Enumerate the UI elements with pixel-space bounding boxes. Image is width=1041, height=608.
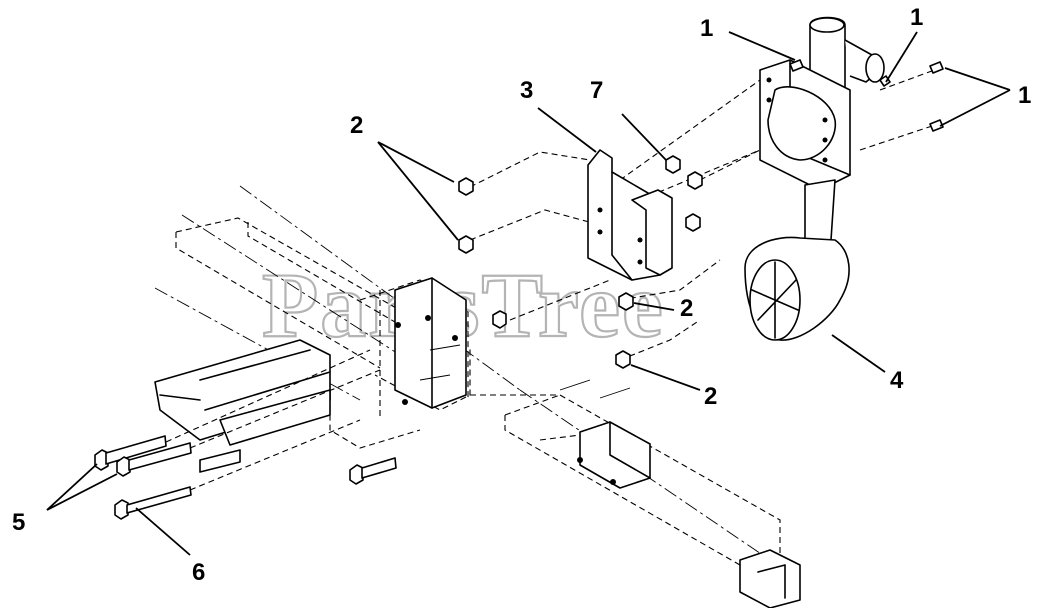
callout-6: 6 [192,559,205,586]
callout-3: 3 [520,77,533,104]
pins-and-bolts [789,59,944,132]
frame-solid-parts [154,277,801,608]
callout-7: 7 [590,77,603,104]
callout-labels: 1 1 1 2 2 2 3 4 5 6 7 [12,4,1031,586]
callout-2-lower: 2 [704,383,717,410]
mounting-bracket [587,149,673,281]
callout-2-left: 2 [350,112,363,139]
callout-2-mid: 2 [680,295,693,322]
callout-1-upper-right: 1 [910,4,923,31]
tongue-jack [744,16,885,341]
callout-5: 5 [12,509,25,536]
callout-4: 4 [890,367,904,394]
hex-bolts-long [94,310,507,520]
callout-1-top: 1 [700,15,713,42]
hex-nuts [458,155,703,369]
callout-1-right: 1 [1018,82,1031,109]
callout-leaders [46,31,1011,556]
